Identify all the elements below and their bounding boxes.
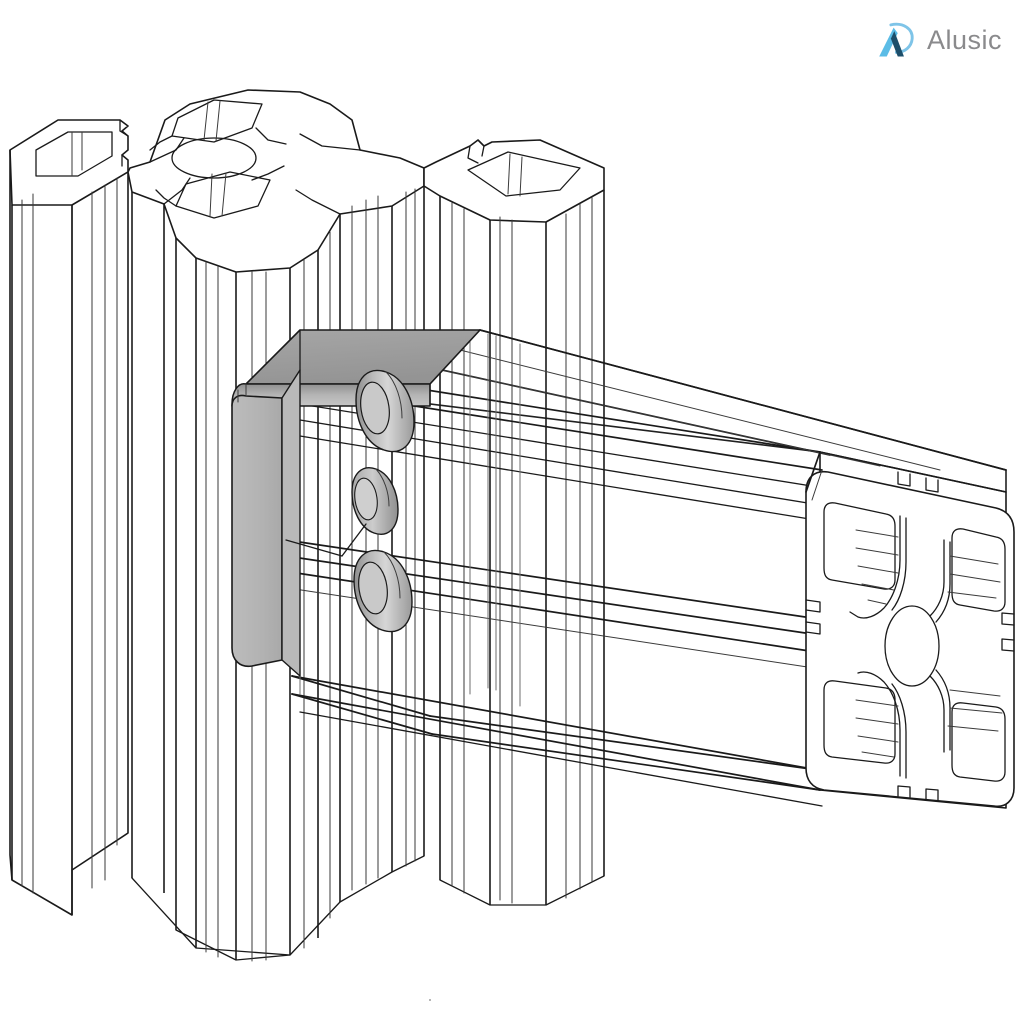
beam-end-cross-section — [805, 470, 1015, 808]
anchor-bore-middle — [351, 467, 399, 535]
anchor-bracket-side-strip — [281, 369, 301, 677]
brand-logo: Alusic — [873, 18, 1002, 62]
vertical-profile-left-leg — [9, 119, 129, 916]
anchor-bracket-left-face — [231, 394, 283, 668]
anchor-bore-bottom — [353, 549, 413, 633]
vertical-profile-right-leg — [423, 139, 605, 906]
vertical-profile — [9, 89, 605, 962]
beam-wireframe-ghost-edges — [487, 333, 497, 691]
anchor-bracket — [231, 329, 481, 677]
brand-name: Alusic — [926, 24, 1002, 55]
alusic-a-logo-icon — [879, 22, 914, 57]
anchor-bore-top — [355, 369, 415, 453]
